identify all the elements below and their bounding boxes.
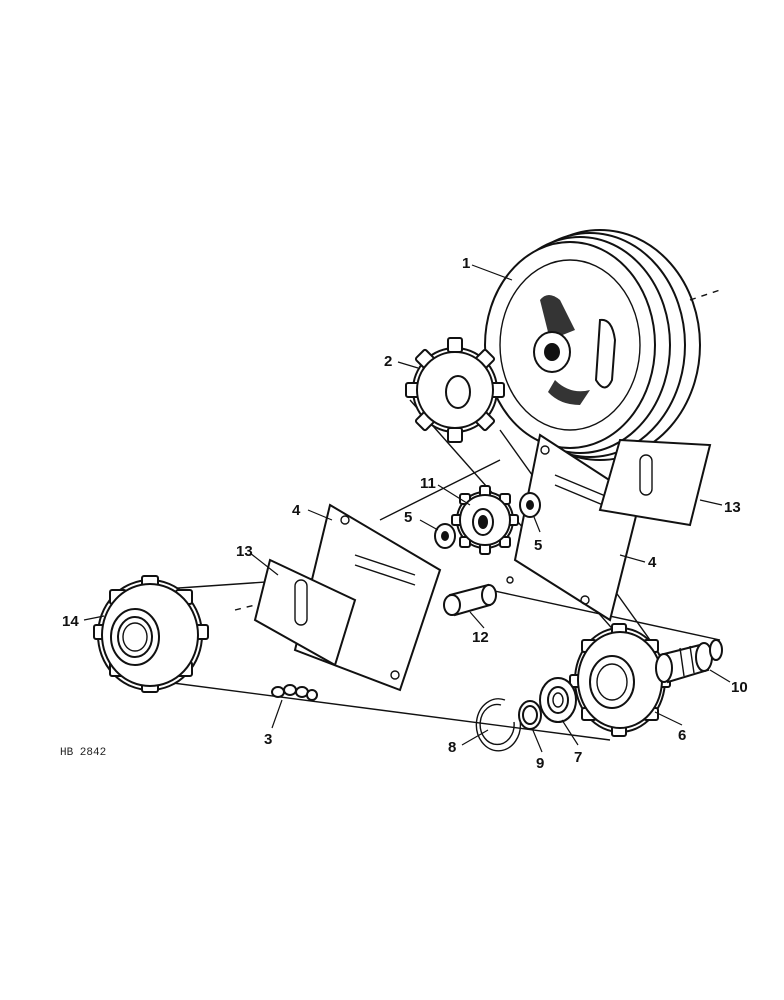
spacer-right: [519, 492, 541, 518]
callout-12: 12: [472, 629, 489, 646]
snap-ring: [518, 700, 542, 730]
figure-reference: HB 2842: [60, 747, 106, 759]
callout-2: 2: [384, 353, 392, 370]
idler-sprocket: [451, 485, 519, 555]
bearing: [539, 677, 577, 723]
callout-13-left: 13: [236, 543, 253, 560]
callout-leaders: [83, 264, 731, 753]
right-bracket: [598, 438, 712, 527]
callout-7: 7: [574, 749, 582, 766]
callout-11: 11: [420, 475, 436, 492]
callout-4-left: 4: [292, 502, 301, 519]
callout-10: 10: [731, 679, 748, 696]
upper-sprocket: [405, 337, 505, 443]
callout-1: 1: [462, 255, 470, 272]
retaining-ring: [475, 698, 522, 752]
left-bracket: [234, 558, 357, 667]
left-sprocket: [93, 575, 209, 693]
callout-5-right: 5: [534, 537, 542, 554]
callout-6: 6: [678, 727, 686, 744]
spacer-left: [434, 523, 456, 549]
callout-3: 3: [264, 731, 272, 748]
callout-5-left: 5: [404, 509, 412, 526]
shaft-stub: [655, 639, 723, 684]
callout-14: 14: [62, 613, 79, 630]
pulley: [484, 229, 721, 461]
callout-4-right: 4: [648, 554, 657, 571]
callout-9: 9: [536, 755, 544, 772]
chain-link: [271, 684, 318, 701]
bushing: [443, 576, 514, 617]
lower-right-sprocket: [569, 623, 671, 737]
callout-13-right: 13: [724, 499, 741, 516]
callout-8: 8: [448, 739, 456, 756]
callout-labels: 1 2 3 4 4 5 5 6 7 8 9 10 11 12 13 13 14: [62, 255, 748, 772]
